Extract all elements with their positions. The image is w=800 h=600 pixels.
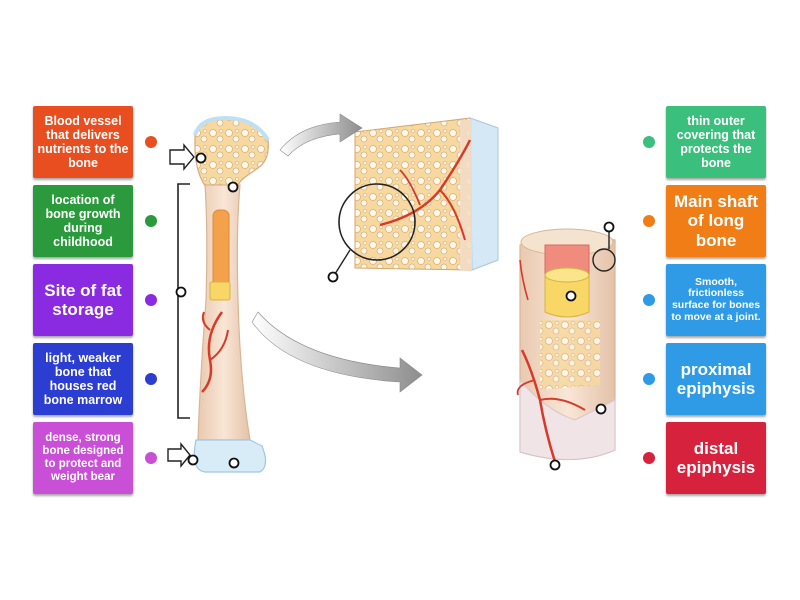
pin-compact-bone	[145, 452, 157, 464]
bone-bracket	[177, 183, 190, 419]
long-bone-illustration	[167, 115, 270, 473]
label-card-compact-bone[interactable]: dense, strong bone designed to protect a…	[33, 422, 133, 494]
spongy-bone-block	[334, 117, 499, 275]
pin-articular-cartilage	[643, 294, 655, 306]
label-text: Smooth, frictionless surface for bones t…	[671, 275, 761, 323]
marker-distal-arrow[interactable]	[187, 454, 199, 466]
label-card-distal-epiphysis[interactable]: distal epiphysis	[666, 422, 766, 494]
label-text: distal epiphysis	[676, 438, 756, 477]
curved-arrow-top	[279, 113, 363, 157]
pin-proximal-epiphysis	[643, 373, 655, 385]
pin-spongy-bone	[145, 373, 157, 385]
label-text: location of bone growth during childhood	[45, 193, 121, 249]
label-card-fat-storage[interactable]: Site of fat storage	[33, 264, 133, 336]
marker-compact-bone[interactable]	[595, 403, 607, 415]
pin-distal-epiphysis	[643, 452, 655, 464]
label-text: proximal epiphysis	[676, 359, 756, 398]
detail-circle	[592, 248, 616, 272]
drop-markers	[175, 152, 615, 471]
label-card-periosteum[interactable]: thin outer covering that protects the bo…	[666, 106, 766, 178]
pin-fat-storage	[145, 294, 157, 306]
distal-head	[193, 439, 267, 473]
curved-arrows	[251, 113, 423, 393]
label-card-blood-vessel[interactable]: Blood vessel that delivers nutrients to …	[33, 106, 133, 178]
marker-spongy-magnifier[interactable]	[327, 271, 339, 283]
marker-blood-vessel[interactable]	[549, 459, 561, 471]
marker-spongy-head[interactable]	[227, 181, 239, 193]
label-text: Site of fat storage	[44, 280, 122, 319]
label-card-proximal-epiphysis[interactable]: proximal epiphysis	[666, 343, 766, 415]
pin-blood-vessel	[145, 136, 157, 148]
marker-distal-cartilage[interactable]	[228, 457, 240, 469]
pin-growth-plate	[145, 215, 157, 227]
label-text: Blood vessel that delivers nutrients to …	[37, 114, 129, 170]
pointer-arrow-bottom	[167, 442, 191, 468]
label-card-diaphysis[interactable]: Main shaft of long bone	[666, 185, 766, 257]
bone-cutaway-section	[516, 228, 616, 463]
label-text: dense, strong bone designed to protect a…	[42, 432, 124, 483]
pointer-arrow-top	[169, 143, 195, 171]
curved-arrow-bottom	[251, 311, 423, 393]
label-card-articular-cartilage[interactable]: Smooth, frictionless surface for bones t…	[666, 264, 766, 336]
label-text: thin outer covering that protects the bo…	[676, 114, 756, 170]
magnifier-circle	[338, 183, 416, 261]
label-card-spongy-bone[interactable]: light, weaker bone that houses red bone …	[33, 343, 133, 415]
marker-shaft-bracket[interactable]	[175, 286, 187, 298]
marker-proximal-arrow[interactable]	[195, 152, 207, 164]
label-text: Main shaft of long bone	[673, 192, 759, 250]
marker-yellow-marrow[interactable]	[565, 290, 577, 302]
marker-periosteum[interactable]	[603, 221, 615, 233]
label-text: light, weaker bone that houses red bone …	[43, 351, 123, 407]
pin-periosteum	[643, 136, 655, 148]
label-card-growth-plate[interactable]: location of bone growth during childhood	[33, 185, 133, 257]
pin-diaphysis	[643, 215, 655, 227]
